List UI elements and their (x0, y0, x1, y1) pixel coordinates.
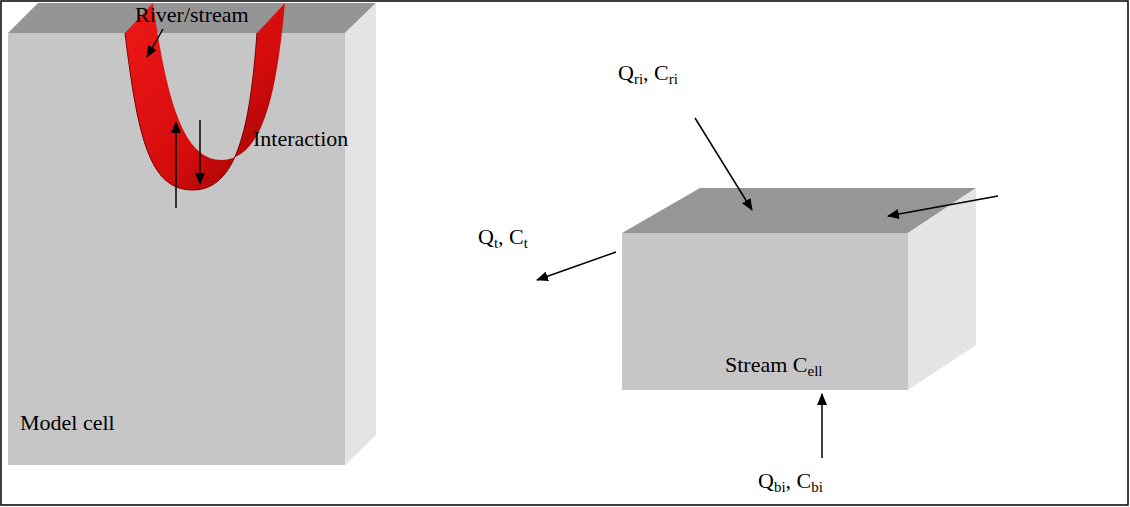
model-cell: Model cell (8, 33, 345, 465)
leader-arrow (147, 29, 163, 57)
leader-label: River/stream (135, 2, 249, 28)
flux-label: Qbi, Cbi (758, 468, 823, 494)
river-edge (125, 33, 257, 190)
exchange-arrow-up (175, 122, 177, 208)
stream-side-face (908, 188, 976, 390)
exchange-arrow-down (199, 120, 201, 184)
inflow-arrow (888, 196, 998, 216)
cell-front-face (8, 33, 345, 465)
baseflow-arrow (821, 394, 823, 458)
outflow-arrow (537, 252, 616, 280)
stream-front-face (622, 233, 908, 390)
cell-side-face (345, 3, 376, 465)
river-channel (125, 3, 285, 190)
flux-label: Qt, Ct (478, 224, 528, 250)
flux-label: Qri, Cri (618, 60, 678, 86)
cell-label: Stream Cell (725, 352, 823, 378)
cell-top-face (8, 3, 376, 33)
stream-cell: Stream Cell (622, 233, 908, 390)
annotation: Interaction (253, 126, 348, 152)
inflow-arrow (695, 118, 752, 210)
cell-label: Model cell (20, 410, 115, 436)
